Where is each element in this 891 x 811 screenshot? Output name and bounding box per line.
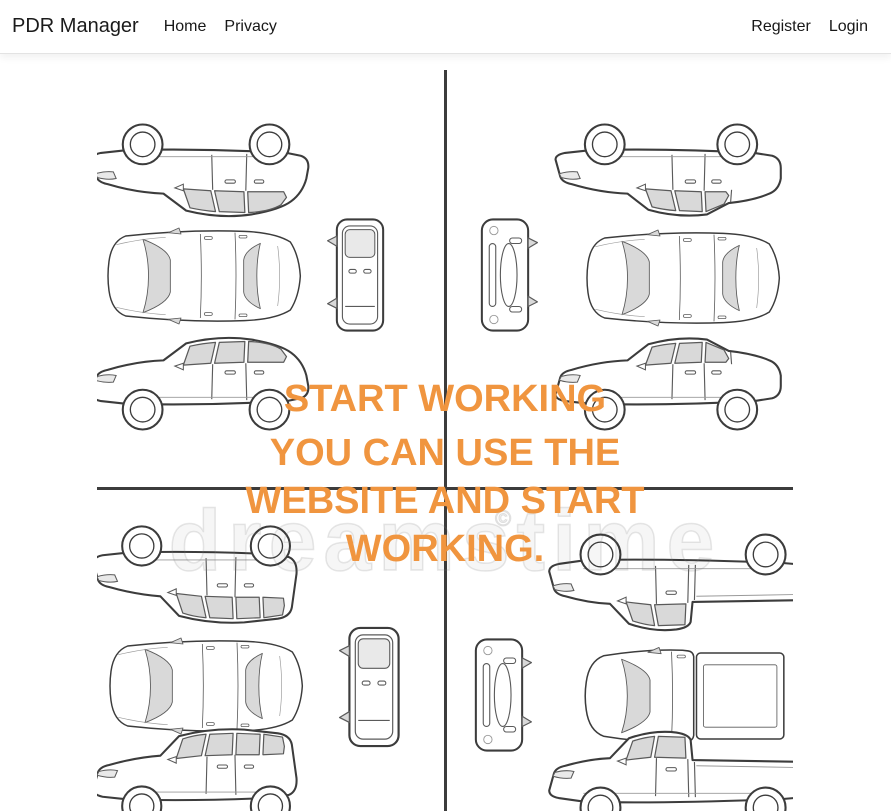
hatchback-side-view bbox=[97, 336, 310, 431]
pickup-side-view bbox=[548, 730, 793, 811]
auth-nav: Register Login bbox=[742, 18, 877, 36]
sedan-front-view bbox=[480, 218, 539, 332]
sedan-side-view-flipped bbox=[554, 123, 782, 217]
sedan-inspection-diagram-icon bbox=[480, 123, 782, 431]
nav-privacy[interactable]: Privacy bbox=[224, 17, 277, 35]
suv-side-view bbox=[97, 728, 298, 811]
nav-home[interactable]: Home bbox=[163, 17, 207, 35]
brand-link[interactable]: PDR Manager bbox=[12, 15, 139, 37]
sedan-side-view bbox=[554, 337, 782, 431]
hatchback-rear-view bbox=[326, 218, 385, 332]
pickup-side-view-flipped bbox=[548, 533, 793, 632]
divider-vertical bbox=[444, 70, 447, 811]
pickup-front-view bbox=[474, 638, 533, 752]
vehicle-inspection-illustration: dreamstime © START WORKING YOU CAN USE T… bbox=[97, 60, 793, 811]
pickup-inspection-diagram-icon bbox=[474, 533, 793, 811]
hatchback-top-view bbox=[107, 227, 302, 325]
nav-login[interactable]: Login bbox=[828, 17, 868, 35]
navbar: PDR Manager Home Privacy Register Login bbox=[0, 0, 891, 54]
pickup-top-view bbox=[584, 646, 785, 746]
hatchback-side-view-flipped bbox=[97, 123, 310, 218]
main-nav: Home Privacy bbox=[155, 18, 286, 36]
suv-side-view-flipped bbox=[97, 525, 298, 624]
hatchback-inspection-diagram-icon bbox=[97, 123, 385, 431]
suv-inspection-diagram-icon bbox=[97, 525, 400, 811]
nav-register[interactable]: Register bbox=[751, 17, 811, 35]
sedan-top-view bbox=[585, 228, 781, 328]
suv-rear-view bbox=[338, 626, 400, 748]
suv-top-view bbox=[109, 637, 304, 735]
divider-horizontal bbox=[97, 487, 793, 490]
